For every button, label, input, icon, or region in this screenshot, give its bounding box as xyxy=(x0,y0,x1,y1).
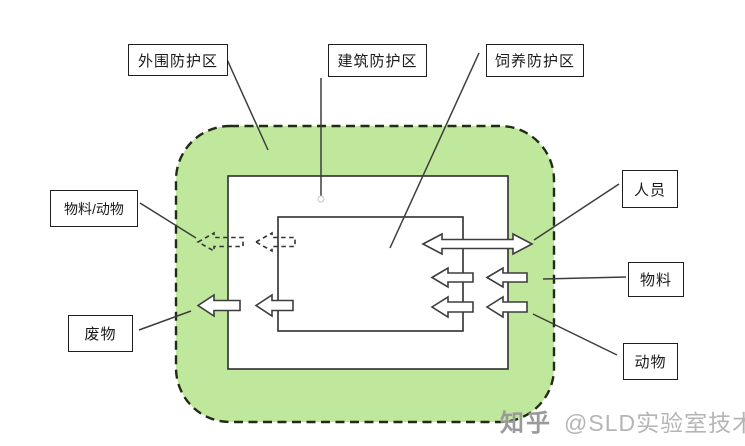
leader-outer-zone xyxy=(224,54,269,151)
label-material: 物料 xyxy=(628,262,684,297)
leader-breeding-zone xyxy=(389,52,480,249)
label-outer-zone: 外围防护区 xyxy=(128,44,228,76)
label-breeding-zone: 饲养防护区 xyxy=(486,44,584,77)
label-waste: 废物 xyxy=(68,315,133,352)
leader-building-endpoint xyxy=(317,195,325,203)
animal-arrow-outer xyxy=(485,295,528,319)
watermark-brand: 知乎 xyxy=(500,410,552,437)
label-animal: 动物 xyxy=(623,343,678,380)
leader-animal xyxy=(532,313,618,356)
watermark: 知乎 @SLD实验室技术 xyxy=(500,403,745,438)
leader-material xyxy=(542,276,627,280)
label-personnel: 人员 xyxy=(622,170,678,208)
label-material-animal: 物料/动物 xyxy=(50,190,138,227)
waste-arrow-outer xyxy=(196,293,241,318)
material-animal-dashed-arrow-outer xyxy=(196,231,244,253)
animal-arrow-inner xyxy=(430,295,474,319)
leader-waste xyxy=(138,310,192,331)
material-arrow-outer xyxy=(485,266,528,289)
material-arrow-inner xyxy=(430,266,474,289)
personnel-double-arrow xyxy=(421,232,534,256)
material-animal-dashed-arrow-inner xyxy=(254,231,296,253)
breeding-zone-box xyxy=(277,216,464,332)
leader-personnel xyxy=(533,183,620,241)
leader-material-animal xyxy=(139,202,197,239)
waste-arrow-inner xyxy=(254,293,294,318)
watermark-handle: @SLD实验室技术 xyxy=(564,410,745,436)
label-building-zone: 建筑防护区 xyxy=(328,44,427,77)
